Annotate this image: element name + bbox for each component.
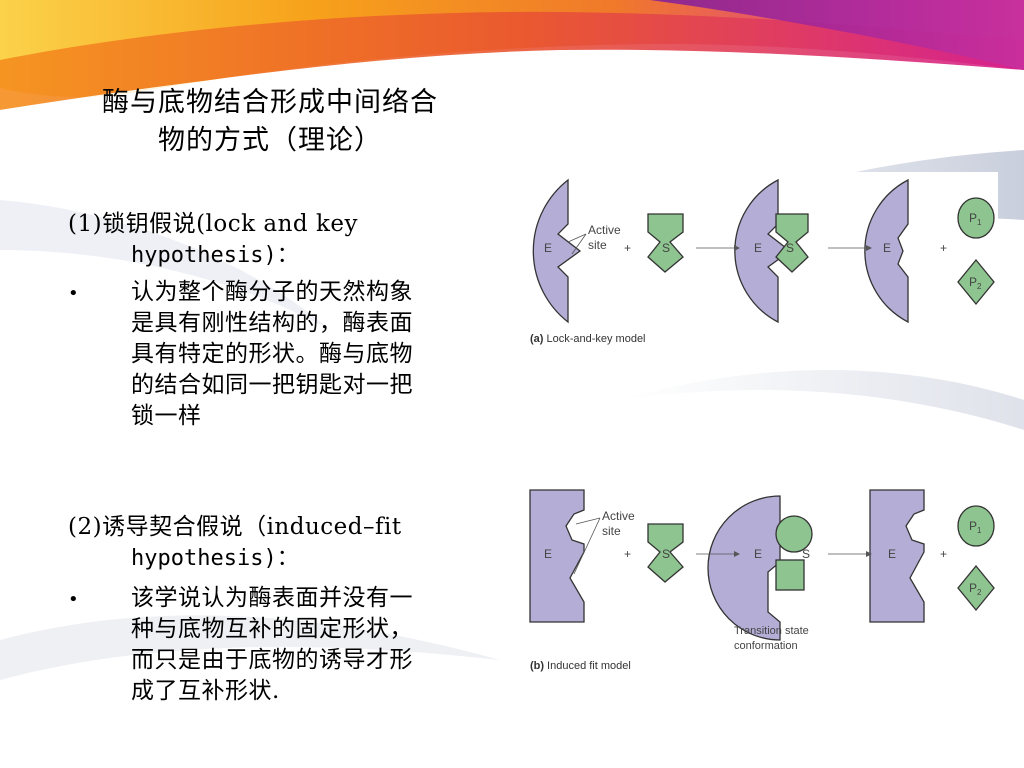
arrow-head	[734, 551, 740, 557]
enzyme-label: E	[754, 547, 762, 561]
section2-heading: (2)诱导契合假说（induced–fit	[68, 514, 402, 540]
substrate-shape	[647, 213, 684, 273]
section1-body: 认为整个酶分子的天然构象 是具有刚性结构的，酶表面 具有特定的形状。酶与底物 的…	[131, 277, 413, 432]
enzyme-shape	[707, 495, 781, 641]
product-2-label: P2	[969, 581, 982, 597]
substrate-label: S	[786, 241, 794, 255]
enzyme-label: E	[544, 241, 552, 255]
enzyme-label: E	[888, 547, 896, 561]
product-1-subscript: 1	[977, 526, 982, 535]
active-site-pointer	[567, 233, 587, 255]
active-site-label: site	[588, 238, 607, 252]
figure-a-caption: (a)Lock-and-key model	[530, 333, 646, 345]
section2-body-line: 种与底物互补的固定形状，	[131, 616, 413, 642]
product-1-label: P1	[969, 211, 982, 227]
product-1-letter: P	[969, 519, 977, 533]
product-1-label: P1	[969, 519, 982, 535]
active-site-pointer	[573, 517, 601, 575]
section2-body: 该学说认为酶表面并没有一 种与底物互补的固定形状， 而只是由于底物的诱导才形 成…	[131, 583, 413, 707]
caption-tag: (b)	[530, 660, 544, 672]
substrate-shape	[647, 523, 684, 583]
enzyme-label: E	[544, 547, 552, 561]
section1-body-line: 锁一样	[131, 403, 202, 429]
enzyme-label: E	[883, 241, 891, 255]
substrate-in-enzyme	[775, 559, 805, 591]
enzyme-shape	[864, 178, 909, 324]
section1-body-line: 具有特定的形状。酶与底物	[131, 341, 413, 367]
section2-body-line: 该学说认为酶表面并没有一	[131, 585, 413, 611]
product-2-letter: P	[969, 275, 977, 289]
arrow-head	[734, 245, 740, 251]
enzyme-shape	[869, 489, 925, 623]
product-2-subscript: 2	[977, 588, 982, 597]
section1-body-line: 的结合如同一把钥匙对一把	[131, 372, 413, 398]
arrow-head	[866, 245, 872, 251]
figure-b-caption: (b)Induced fit model	[530, 660, 631, 672]
transition-state-label: conformation	[734, 640, 798, 652]
substrate-label: S	[662, 241, 670, 255]
plus-sign: +	[940, 241, 947, 255]
section2-body-line: 而只是由于底物的诱导才形	[131, 647, 413, 673]
enzyme-label: E	[754, 241, 762, 255]
transition-state-label: Transition state	[734, 625, 809, 637]
product-1-letter: P	[969, 211, 977, 225]
section2-body-line: 成了互补形状.	[131, 678, 280, 704]
substrate-in-enzyme	[775, 515, 813, 553]
section1-body-line: 认为整个酶分子的天然构象	[131, 279, 413, 305]
arrow-head	[866, 551, 872, 557]
title-line-1: 酶与底物结合形成中间络合	[102, 87, 438, 118]
section1-heading: (1)锁钥假说(lock and key	[68, 211, 358, 237]
product-1-shape	[957, 197, 995, 239]
caption-text: Induced fit model	[547, 660, 631, 672]
section1-heading-cont: hypothesis)：	[131, 243, 299, 268]
lock-and-key-figure: Active site E + S E S E + P1 P2 (a)Lock-…	[528, 172, 998, 358]
active-site-label: Active	[602, 509, 635, 523]
plus-sign: +	[624, 547, 631, 561]
active-site-label: Active	[588, 223, 621, 237]
section1-body-line: 是具有刚性结构的，酶表面	[131, 310, 413, 336]
substrate-label: S	[802, 547, 810, 561]
product-2-shape	[957, 258, 995, 306]
product-2-shape	[957, 564, 995, 612]
section1-bullet: •	[68, 283, 79, 304]
section2-bullet: •	[68, 589, 79, 610]
enzyme-shape	[529, 489, 585, 623]
substrate-in-enzyme	[775, 213, 809, 273]
product-2-subscript: 2	[977, 282, 982, 291]
product-1-shape	[957, 505, 995, 547]
product-1-subscript: 1	[977, 218, 982, 227]
plus-sign: +	[940, 547, 947, 561]
section2-heading-cont: hypothesis)：	[131, 546, 299, 571]
caption-text: Lock-and-key model	[546, 333, 645, 345]
slide-title: 酶与底物结合形成中间络合 物的方式（理论）	[60, 84, 480, 160]
substrate-label: S	[662, 547, 670, 561]
induced-fit-figure: Active site E + S E S E + P1 P2 Transiti…	[528, 482, 998, 678]
active-site-label: site	[602, 524, 621, 538]
title-line-2: 物的方式（理论）	[158, 125, 382, 156]
enzyme-shape	[532, 178, 582, 324]
caption-tag: (a)	[530, 333, 544, 345]
plus-sign: +	[624, 241, 631, 255]
product-2-label: P2	[969, 275, 982, 291]
product-2-letter: P	[969, 581, 977, 595]
